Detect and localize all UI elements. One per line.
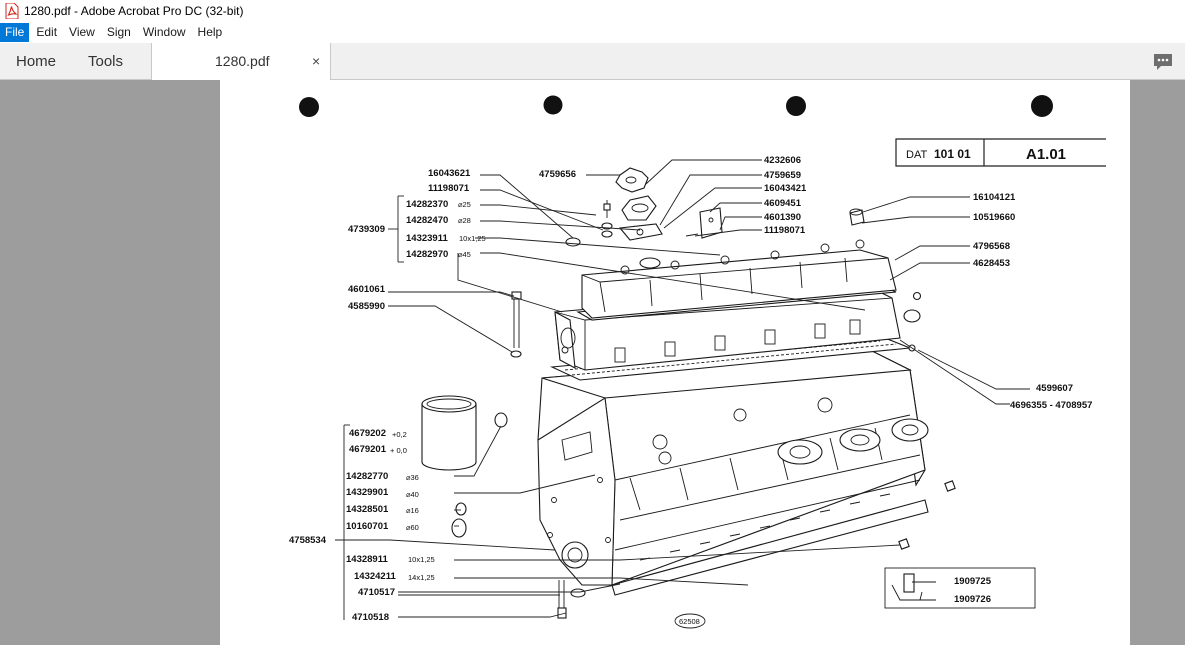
spec-d36: ⌀36 [406, 473, 419, 482]
part-16043621: 16043621 [428, 168, 471, 179]
inset-box: 1909725 1909726 [884, 567, 1036, 609]
part-1909726: 1909726 [954, 594, 991, 605]
menu-bar: File Edit View Sign Window Help [0, 22, 1185, 43]
part-labels: 16043621 11198071 14282370 ⌀25 14282470 … [289, 155, 1092, 623]
spec-d60: ⌀60 [406, 523, 419, 532]
window-title: 1280.pdf - Adobe Acrobat Pro DC (32-bit) [24, 4, 244, 18]
head-bolt [510, 291, 522, 358]
menu-window[interactable]: Window [142, 25, 186, 39]
part-4599607: 4599607 [1036, 383, 1073, 394]
sheet-code: A1.01 [1026, 146, 1066, 163]
acrobat-pdf-icon [5, 2, 19, 20]
spec-10x125-b: 10x1,25 [408, 555, 435, 564]
pdf-page: DAT 101 01 A1.01 [220, 80, 1130, 645]
part-4679202: 4679202 [349, 428, 386, 439]
part-4609451: 4609451 [764, 198, 802, 209]
part-1909725: 1909725 [954, 576, 992, 587]
document-tab-label: 1280.pdf [215, 53, 270, 69]
part-16043421: 16043421 [764, 183, 807, 194]
menu-file[interactable]: File [0, 23, 30, 42]
menu-view[interactable]: View [69, 25, 95, 39]
part-14282470: 14282470 [406, 215, 448, 226]
spec-d25: ⌀25 [458, 200, 471, 209]
part-4759659: 4759659 [764, 170, 801, 181]
dat-label: DAT [906, 149, 927, 161]
part-11198071-a: 11198071 [428, 183, 470, 194]
part-4679201: 4679201 [349, 444, 387, 455]
tab-document[interactable]: 1280.pdf × [151, 43, 331, 80]
figure-number-text: 62508 [679, 617, 700, 626]
comment-icon[interactable] [1152, 51, 1174, 73]
part-4758534: 4758534 [289, 535, 327, 546]
part-4601061: 4601061 [348, 284, 386, 295]
spec-d45: ⌀45 [458, 250, 471, 259]
part-14282970: 14282970 [406, 249, 448, 260]
leader-lines [335, 159, 1030, 620]
tab-home[interactable]: Home [16, 53, 57, 70]
part-4739309: 4739309 [348, 224, 385, 235]
spec-plus-0-0: + 0,0 [390, 446, 407, 455]
binder-holes [299, 95, 1053, 117]
part-14328911: 14328911 [346, 554, 388, 565]
menu-help[interactable]: Help [197, 25, 223, 39]
spec-14x125: 14x1,25 [408, 573, 435, 582]
spec-10x125-a: 10x1,25 [459, 234, 486, 243]
part-10160701: 10160701 [346, 521, 389, 532]
engine-drawing [421, 167, 956, 619]
part-4585990: 4585990 [348, 301, 385, 312]
menu-edit[interactable]: Edit [36, 25, 58, 39]
part-11198071-b: 11198071 [764, 225, 806, 236]
header-box: DAT 101 01 A1.01 [895, 138, 1106, 167]
spec-plus-0-2: +0,2 [392, 430, 407, 439]
figure-number: 62508 [674, 613, 706, 629]
parts-diagram: DAT 101 01 A1.01 [289, 95, 1106, 629]
part-4710518: 4710518 [352, 612, 389, 623]
part-4710517: 4710517 [358, 587, 395, 598]
part-4628453: 4628453 [973, 258, 1010, 269]
tab-tools[interactable]: Tools [88, 53, 124, 70]
part-14282370: 14282370 [406, 199, 448, 210]
dat-value: 101 01 [934, 147, 971, 161]
menu-sign[interactable]: Sign [106, 25, 131, 39]
mount-bosses [777, 418, 929, 465]
part-4759656: 4759656 [539, 169, 576, 180]
cylinder-liner [421, 395, 477, 471]
spec-d28: ⌀28 [458, 216, 471, 225]
spec-d16: ⌀16 [406, 506, 419, 515]
part-16104121: 16104121 [973, 192, 1016, 203]
part-4601390: 4601390 [764, 212, 801, 223]
tab-bar: Home Tools 1280.pdf × [0, 43, 1185, 80]
spec-d40: ⌀40 [406, 490, 419, 499]
part-14324211: 14324211 [354, 571, 396, 582]
part-14282770: 14282770 [346, 471, 388, 482]
part-4232606: 4232606 [764, 155, 801, 166]
close-icon[interactable]: × [312, 53, 321, 69]
part-4696355-4708957: 4696355 - 4708957 [1010, 400, 1092, 411]
part-14329901: 14329901 [346, 487, 389, 498]
part-14328501: 14328501 [346, 504, 389, 515]
part-10519660: 10519660 [973, 212, 1015, 223]
title-bar: 1280.pdf - Adobe Acrobat Pro DC (32-bit) [0, 0, 1185, 22]
document-viewer[interactable]: DAT 101 01 A1.01 [0, 80, 1185, 645]
part-4796568: 4796568 [973, 241, 1010, 252]
part-14323911: 14323911 [406, 233, 448, 244]
